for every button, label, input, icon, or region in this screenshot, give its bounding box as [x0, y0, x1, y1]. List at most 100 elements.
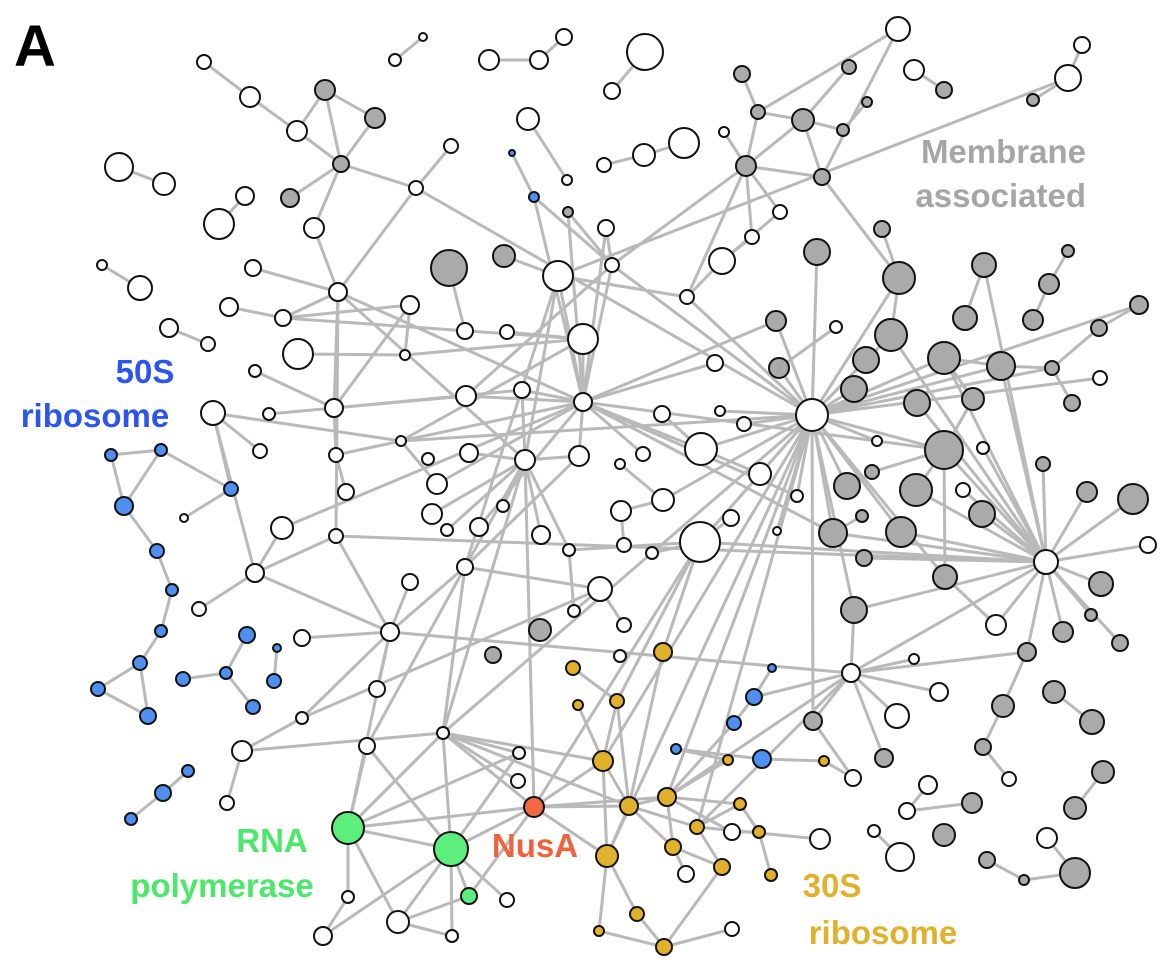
membrane-protein-node — [364, 107, 386, 129]
protein-node — [295, 711, 309, 725]
ribo50-protein-node — [508, 149, 516, 157]
protein-node — [722, 509, 740, 527]
interaction-edge — [336, 187, 418, 293]
interaction-edge — [745, 164, 823, 179]
interaction-edge — [297, 352, 406, 357]
protein-node — [159, 318, 179, 338]
interaction-edge — [615, 700, 631, 807]
interaction-edge — [441, 459, 527, 734]
interaction-edge — [449, 752, 521, 850]
interaction-edge — [332, 304, 412, 409]
interaction-edge — [523, 459, 571, 551]
interaction-edge — [281, 400, 584, 530]
interaction-edge — [1045, 543, 1149, 564]
interaction-edge — [568, 540, 701, 552]
protein-node — [282, 338, 314, 370]
membrane-protein-node — [986, 351, 1016, 381]
interaction-edge — [464, 565, 601, 591]
protein-node — [196, 54, 212, 70]
protein-node — [885, 16, 911, 42]
interaction-edge — [431, 458, 526, 516]
membrane-protein-node — [430, 249, 468, 287]
interaction-edge — [241, 731, 444, 753]
membrane-protein-node — [1117, 483, 1149, 515]
membrane-protein-node — [932, 564, 958, 590]
protein-node — [573, 392, 593, 412]
ribo30-protein-node — [595, 844, 619, 868]
interaction-edge — [533, 795, 668, 809]
protein-node — [651, 488, 675, 512]
interaction-edge — [942, 449, 947, 578]
protein-node — [653, 405, 671, 423]
membrane-protein-node — [1129, 295, 1149, 315]
membrane-protein-node — [952, 305, 978, 331]
membrane-protein-node — [873, 220, 891, 238]
ribo50-protein-node — [90, 681, 106, 697]
interaction-edge — [627, 804, 675, 849]
interaction-edge — [97, 661, 141, 691]
protein-node — [469, 517, 489, 537]
protein-node — [736, 416, 752, 432]
membrane-protein-node — [1026, 93, 1040, 107]
protein-node — [613, 649, 627, 663]
interaction-edge — [322, 847, 452, 938]
interaction-edge — [97, 687, 149, 718]
ribo30-protein-node — [722, 754, 734, 766]
interaction-edge — [442, 731, 630, 808]
protein-node — [684, 432, 718, 466]
membrane-protein-node — [1091, 760, 1115, 784]
protein-node — [772, 526, 782, 536]
interaction-edge — [567, 549, 576, 612]
interaction-edge — [414, 145, 453, 189]
protein-node — [604, 257, 620, 273]
protein-node — [496, 499, 510, 513]
membrane-protein-node — [932, 823, 956, 847]
membrane-protein-node — [1059, 857, 1091, 889]
interaction-edge — [211, 412, 233, 490]
interaction-edge — [400, 337, 584, 443]
protein-node — [626, 33, 664, 71]
protein-node — [235, 186, 255, 206]
interaction-edge — [347, 751, 520, 830]
interaction-edge — [566, 211, 585, 403]
membrane-protein-node — [899, 473, 933, 507]
membrane-protein-node — [1052, 621, 1074, 643]
protein-node — [303, 217, 325, 239]
membrane-protein-node — [968, 500, 996, 528]
protein-node — [443, 138, 459, 154]
protein-node — [616, 537, 632, 553]
protein-node — [421, 503, 443, 525]
ribo30-protein-node — [572, 699, 584, 711]
interaction-edge — [611, 164, 747, 267]
ribo50-label-line2: ribosome — [21, 397, 170, 434]
membrane-protein-node — [750, 104, 766, 120]
protein-node — [388, 53, 402, 67]
ribo30-protein-node — [619, 796, 639, 816]
protein-node — [499, 324, 515, 340]
interaction-edge — [662, 413, 813, 502]
protein-node — [976, 441, 990, 455]
protein-node — [632, 143, 656, 167]
membrane-protein-node — [562, 206, 574, 218]
protein-node — [436, 726, 450, 740]
protein-node — [1036, 827, 1058, 849]
interaction-edge — [335, 439, 402, 457]
interaction-edge — [241, 716, 303, 753]
interaction-edge — [346, 631, 392, 829]
interaction-edge — [666, 795, 733, 834]
interaction-edge — [1041, 463, 1048, 563]
membrane-protein-node — [841, 59, 857, 75]
protein-node — [421, 452, 435, 466]
ribo50-protein-node — [165, 583, 179, 597]
protein-node — [748, 462, 772, 486]
membrane-protein-node — [1079, 709, 1105, 735]
membrane-protein-node — [484, 646, 502, 664]
interaction-edge — [810, 414, 856, 611]
protein-node — [200, 400, 226, 426]
interaction-edge — [811, 720, 855, 779]
interaction-edge — [464, 263, 614, 398]
interaction-edge — [389, 565, 466, 634]
interaction-edge — [312, 227, 340, 293]
ribo30-protein-node — [592, 750, 614, 772]
membrane-protein-node — [735, 155, 757, 177]
